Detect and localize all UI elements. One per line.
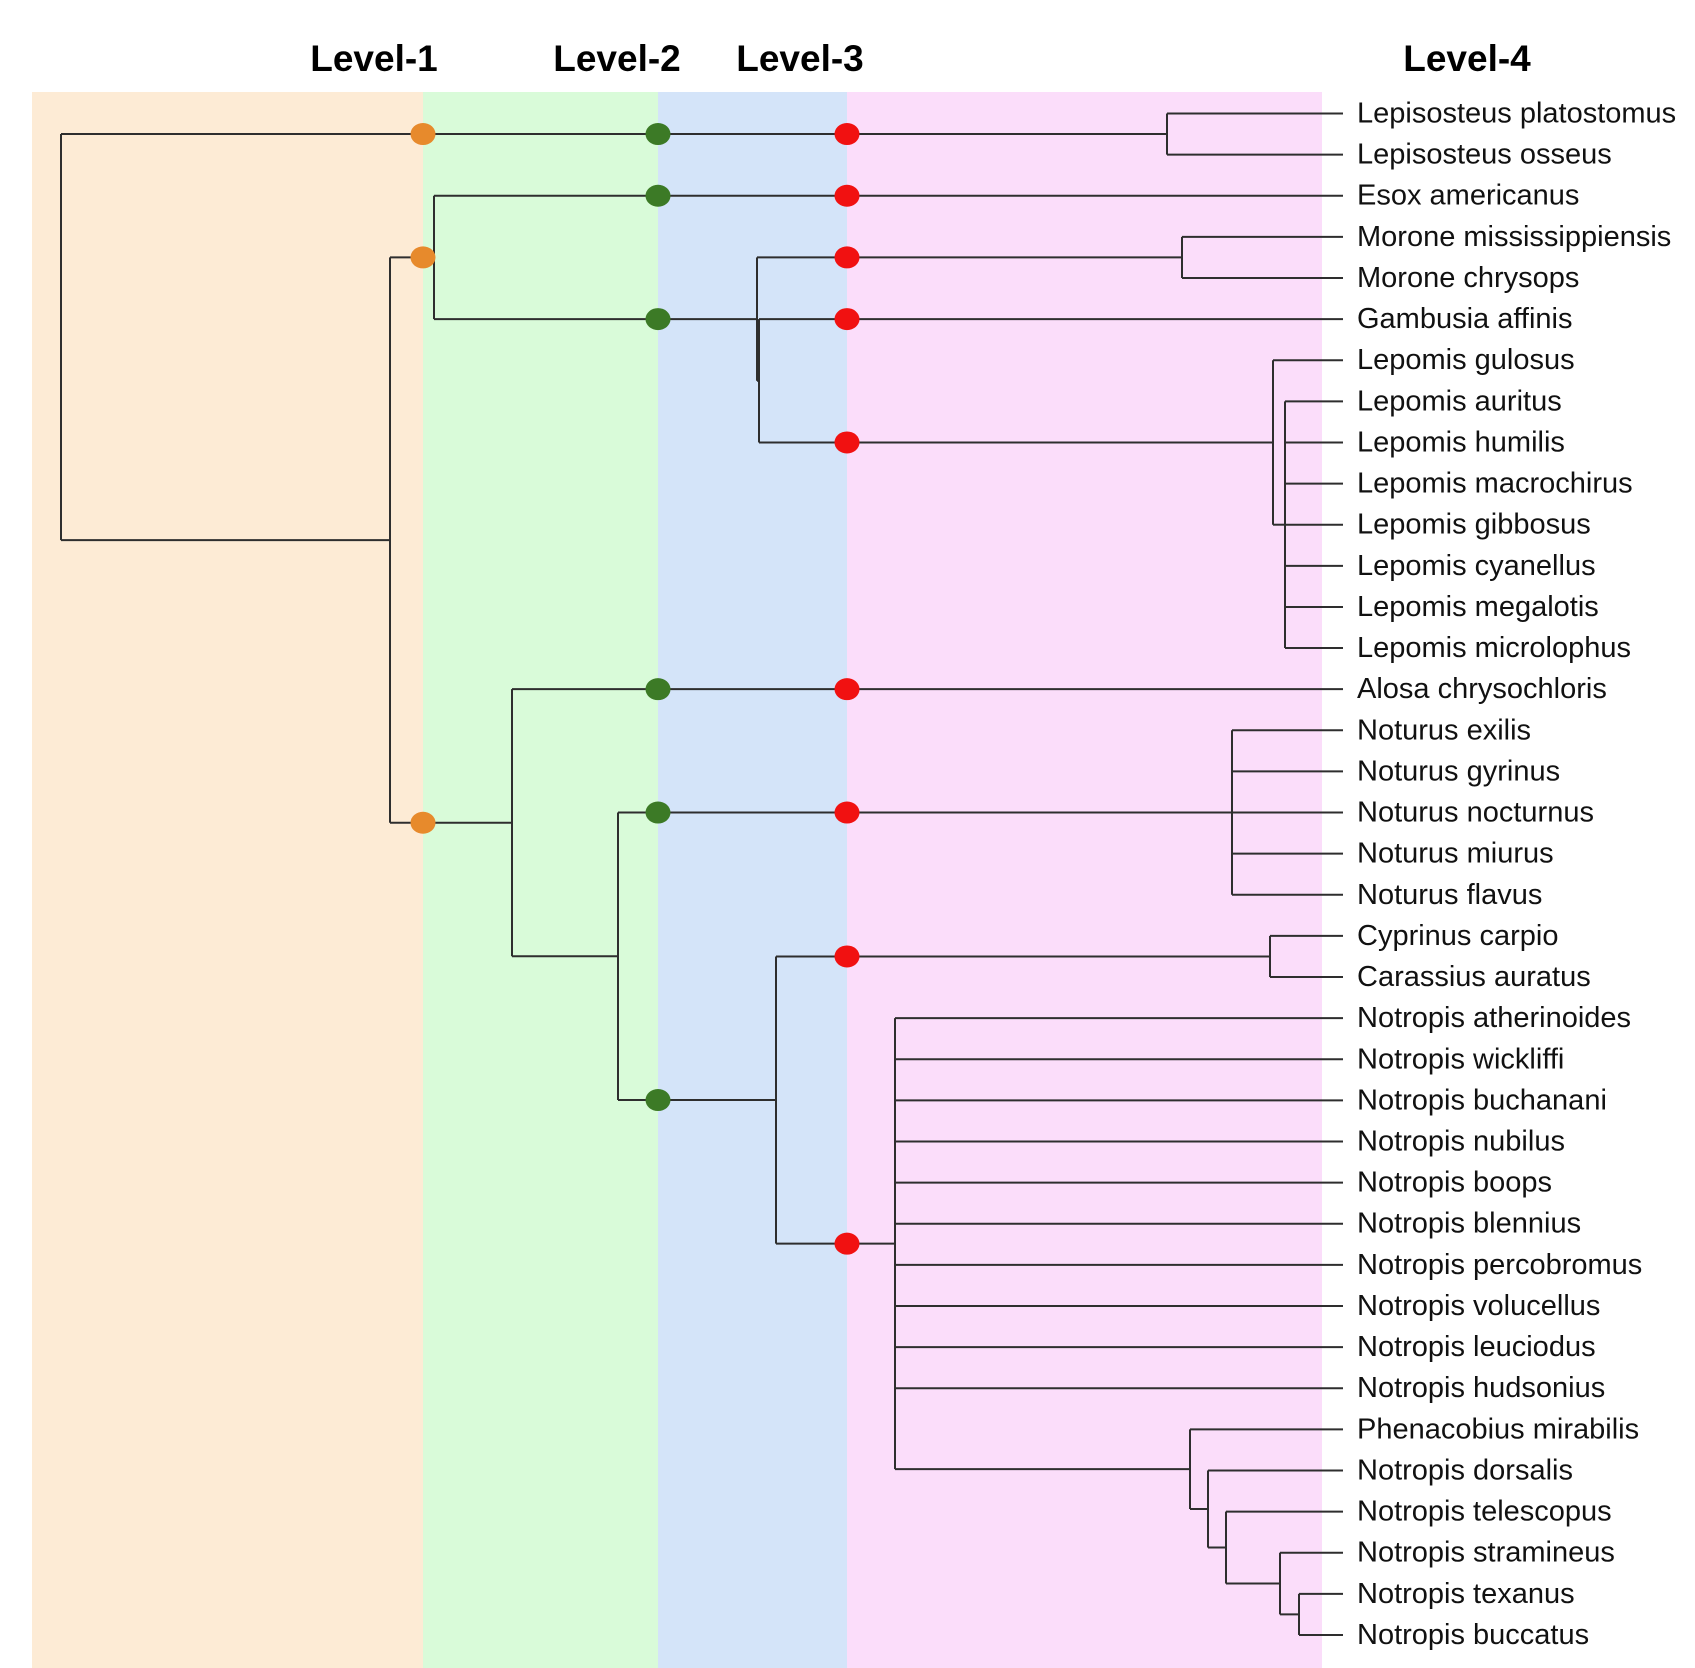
species-label: Notropis boops bbox=[1357, 1167, 1552, 1199]
species-label: Carassius auratus bbox=[1357, 961, 1591, 993]
species-label: Notropis telescopus bbox=[1357, 1496, 1612, 1528]
level-band-level-4 bbox=[847, 92, 1322, 1668]
level-2-boundary-dot bbox=[645, 184, 671, 207]
species-label: Notropis percobromus bbox=[1357, 1249, 1642, 1281]
species-label: Noturus flavus bbox=[1357, 879, 1542, 911]
species-label: Noturus miurus bbox=[1357, 838, 1554, 870]
level-band-level-1 bbox=[32, 92, 423, 1668]
species-label: Notropis leuciodus bbox=[1357, 1331, 1596, 1363]
level-3-boundary-dot bbox=[834, 678, 860, 701]
level-3-boundary-dot bbox=[834, 945, 860, 968]
species-label: Lepomis megalotis bbox=[1357, 591, 1599, 623]
species-label: Lepomis cyanellus bbox=[1357, 550, 1596, 582]
species-label: Lepomis gibbosus bbox=[1357, 509, 1591, 541]
species-label: Noturus nocturnus bbox=[1357, 797, 1594, 829]
species-label: Lepomis microlophus bbox=[1357, 632, 1631, 664]
level-3-boundary-dot bbox=[834, 308, 860, 331]
species-label: Notropis texanus bbox=[1357, 1578, 1575, 1610]
level-3-boundary-dot bbox=[834, 1232, 860, 1255]
species-label: Gambusia affinis bbox=[1357, 303, 1572, 335]
level-band-level-2 bbox=[423, 92, 658, 1668]
level-4-header: Level-4 bbox=[1403, 38, 1531, 79]
species-label: Notropis dorsalis bbox=[1357, 1454, 1573, 1486]
species-label: Notropis atherinoides bbox=[1357, 1002, 1631, 1034]
level-3-boundary-dot bbox=[834, 431, 860, 454]
level-1-boundary-dot bbox=[410, 811, 436, 834]
species-label: Lepisosteus platostomus bbox=[1357, 98, 1676, 130]
species-label: Lepomis macrochirus bbox=[1357, 468, 1633, 500]
species-label: Lepomis auritus bbox=[1357, 385, 1562, 417]
species-label: Notropis stramineus bbox=[1357, 1537, 1615, 1569]
species-label: Lepisosteus osseus bbox=[1357, 139, 1612, 171]
species-label: Phenacobius mirabilis bbox=[1357, 1413, 1639, 1445]
level-1-boundary-dot bbox=[410, 123, 436, 146]
level-3-header: Level-3 bbox=[736, 38, 864, 79]
level-band-level-3 bbox=[658, 92, 847, 1668]
level-2-boundary-dot bbox=[645, 123, 671, 146]
species-label: Lepomis humilis bbox=[1357, 426, 1565, 458]
level-3-boundary-dot bbox=[834, 123, 860, 146]
species-label: Notropis buccatus bbox=[1357, 1619, 1589, 1651]
level-2-boundary-dot bbox=[645, 678, 671, 701]
species-label: Notropis wickliffi bbox=[1357, 1043, 1564, 1075]
level-3-boundary-dot bbox=[834, 184, 860, 207]
species-label: Notropis hudsonius bbox=[1357, 1372, 1605, 1404]
species-label: Notropis volucellus bbox=[1357, 1290, 1600, 1322]
species-label: Morone chrysops bbox=[1357, 262, 1579, 294]
species-label: Noturus exilis bbox=[1357, 714, 1531, 746]
level-2-boundary-dot bbox=[645, 801, 671, 824]
species-label: Notropis blennius bbox=[1357, 1208, 1581, 1240]
species-label: Notropis nubilus bbox=[1357, 1126, 1565, 1158]
level-1-header: Level-1 bbox=[310, 38, 438, 79]
level-2-boundary-dot bbox=[645, 1089, 671, 1112]
species-label: Cyprinus carpio bbox=[1357, 920, 1558, 952]
level-2-header: Level-2 bbox=[553, 38, 681, 79]
level-2-boundary-dot bbox=[645, 308, 671, 331]
species-label: Lepomis gulosus bbox=[1357, 344, 1575, 376]
level-1-boundary-dot bbox=[410, 246, 436, 269]
species-label: Alosa chrysochloris bbox=[1357, 673, 1607, 705]
species-label: Esox americanus bbox=[1357, 180, 1579, 212]
species-label: Notropis buchanani bbox=[1357, 1084, 1607, 1116]
level-3-boundary-dot bbox=[834, 246, 860, 269]
level-3-boundary-dot bbox=[834, 801, 860, 824]
species-label: Noturus gyrinus bbox=[1357, 755, 1560, 787]
species-label: Morone mississippiensis bbox=[1357, 221, 1671, 253]
